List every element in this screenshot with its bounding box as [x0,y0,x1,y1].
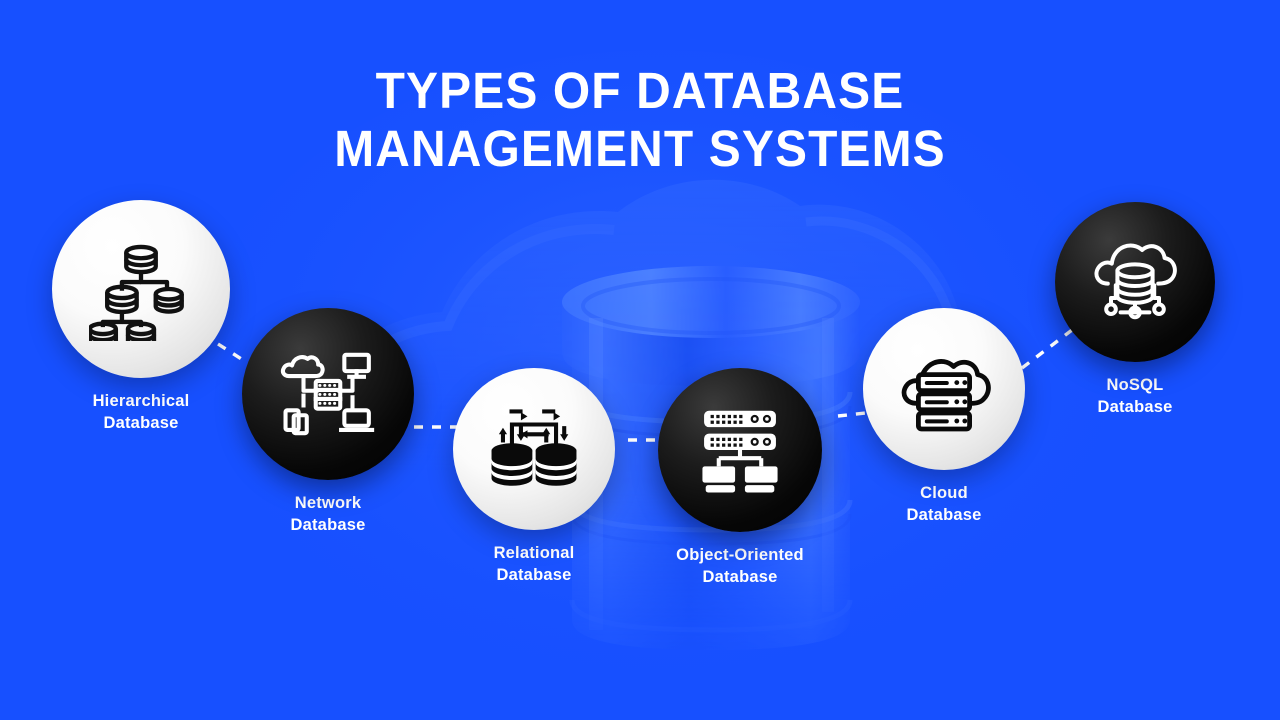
caption-object-oriented: Object-Oriented Database [652,544,828,588]
caption-line-2: Database [103,414,179,432]
caption-line-1: Relational [493,544,575,562]
title-line-2: MANAGEMENT SYSTEMS [334,120,946,177]
bubble-object-oriented[interactable] [658,368,822,532]
caption-line-1: Cloud [920,484,968,502]
caption-line-2: Database [290,516,366,534]
caption-line-2: Database [1097,398,1173,416]
object-oriented-server-clients-icon [702,410,778,493]
node-relational-database[interactable]: Relational Database [447,368,621,586]
caption-cloud: Cloud Database [862,482,1026,526]
caption-relational: Relational Database [447,542,621,586]
bubble-relational[interactable] [453,368,615,530]
node-network-database[interactable]: Network Database [238,308,418,536]
page-title: TYPES OF DATABASE MANAGEMENT SYSTEMS [0,62,1280,178]
caption-line-1: Object-Oriented [676,546,804,564]
caption-line-1: NoSQL [1106,376,1164,394]
network-server-nodes-icon [280,352,375,436]
title-line-1: TYPES OF DATABASE [375,62,905,119]
caption-line-1: Hierarchical [92,392,190,410]
node-cloud-database[interactable]: Cloud Database [862,308,1026,526]
cloud-server-racks-icon [901,359,991,432]
caption-line-2: Database [906,506,982,524]
caption-hierarchical: Hierarchical Database [48,390,234,434]
hierarchical-database-tree-icon [89,244,184,341]
caption-network: Network Database [238,492,418,536]
bubble-network[interactable] [242,308,414,480]
caption-line-1: Network [294,494,362,512]
bubble-hierarchical[interactable] [52,200,230,378]
node-object-oriented-database[interactable]: Object-Oriented Database [652,368,828,588]
cloud-database-network-icon [1094,243,1177,320]
caption-line-2: Database [496,566,572,584]
caption-nosql: NoSQL Database [1052,374,1218,418]
bubble-nosql[interactable] [1055,202,1215,362]
node-nosql-database[interactable]: NoSQL Database [1052,202,1218,418]
caption-line-2: Database [702,568,778,586]
node-hierarchical-database[interactable]: Hierarchical Database [48,200,234,434]
relational-two-cylinders-arrows-icon [491,409,577,486]
bubble-cloud[interactable] [863,308,1025,470]
